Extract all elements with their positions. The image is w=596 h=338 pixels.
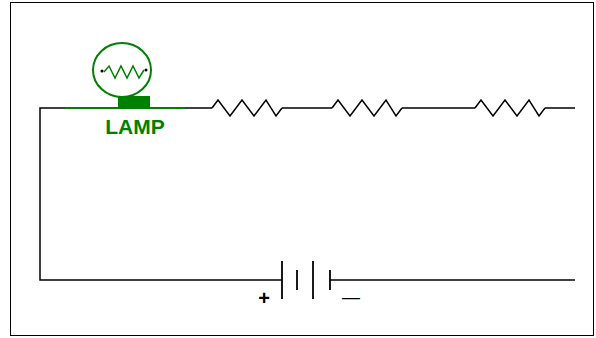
filament-end [145, 69, 148, 72]
lamp-base [118, 96, 150, 107]
filament-end [101, 70, 104, 73]
lamp-symbol [65, 43, 185, 108]
battery-plate [296, 270, 298, 290]
wire [545, 107, 575, 109]
lamp-filament [104, 66, 144, 78]
resistor-symbol [212, 100, 282, 116]
terminal-sign: + [258, 288, 270, 308]
resistor-symbol [332, 100, 402, 116]
lamp-label: LAMP [105, 116, 165, 137]
wire [282, 107, 332, 109]
frame [11, 3, 594, 336]
resistor-symbol [475, 100, 545, 116]
battery-plate [312, 261, 314, 299]
lamp-wire [65, 107, 185, 109]
battery-plate [281, 261, 283, 299]
wire [40, 108, 282, 280]
wire [40, 108, 575, 280]
wire [330, 279, 575, 281]
resistor-symbol [212, 100, 545, 116]
wire [402, 107, 475, 109]
terminal-sign: — [342, 288, 360, 306]
wire [185, 107, 212, 109]
battery-symbol [282, 261, 330, 299]
battery-plate [329, 270, 331, 290]
lamp-bulb [93, 43, 151, 97]
